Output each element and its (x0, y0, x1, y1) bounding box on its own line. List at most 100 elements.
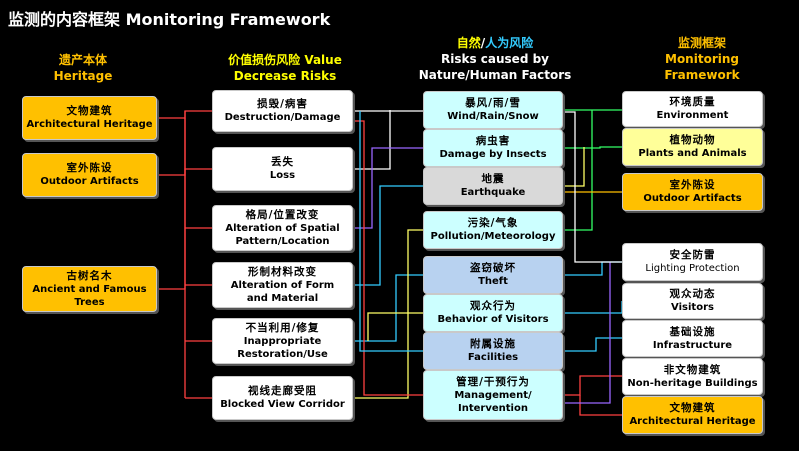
value-box-restoration: 不当利用/修复 Inappropriate Restoration/Use (212, 318, 353, 364)
monitor-en: Infrastructure (652, 339, 733, 351)
connector-line (353, 185, 423, 286)
risk-zh: 盗窃破坏 (470, 262, 516, 274)
risk-box-insects: 病虫害 Damage by Insects (423, 129, 563, 167)
monitor-zh: 非文物建筑 (663, 363, 722, 376)
value-header: 价值损伤风险 Value Decrease Risks (195, 52, 375, 84)
connector-line (563, 111, 622, 263)
value-box-loss: 丢失 Loss (212, 147, 353, 191)
value-zh: 丢失 (271, 156, 294, 168)
connector-line (563, 261, 622, 276)
risk-en: Earthquake (460, 187, 526, 198)
monitor-box-infrastructure: 基础设施 Infrastructure (622, 320, 763, 357)
connector-line (563, 147, 585, 187)
value-en: Loss (269, 170, 296, 181)
risk-en: Pollution/Meteorology (430, 231, 556, 242)
value-zh: 不当利用/修复 (245, 321, 320, 334)
monitor-en: Outdoor Artifacts (643, 193, 742, 204)
risk-en: Behavior of Visitors (437, 314, 549, 325)
risk-zh: 观众行为 (470, 300, 516, 312)
heritage-en: Architectural Heritage (26, 119, 153, 130)
risk-box-visitors: 观众行为 Behavior of Visitors (423, 294, 563, 332)
connector-line (579, 395, 622, 416)
value-header-line2: Decrease Risks (233, 69, 337, 83)
monitor-zh: 文物建筑 (669, 402, 716, 414)
value-zh: 格局/位置改变 (245, 208, 320, 221)
monitor-header-line3: Framework (664, 68, 740, 82)
value-box-destruction: 损毁/病害 Destruction/Damage (212, 90, 353, 132)
monitor-en: Lighting Protection (645, 263, 740, 274)
value-en: Alteration of Form and Material (230, 279, 335, 304)
value-zh: 形制材料改变 (248, 265, 317, 278)
connector-line (563, 110, 593, 231)
risk-slash: / (480, 36, 486, 50)
value-en: Inappropriate Restoration/Use (237, 335, 328, 360)
monitor-en: Plants and Animals (638, 148, 747, 159)
heritage-box-architectural: 文物建筑 Architectural Heritage (22, 96, 157, 140)
connector-line (563, 262, 611, 404)
risk-box-facilities: 附属设施 Facilities (423, 332, 563, 370)
risk-zh: 附属设施 (470, 338, 516, 350)
monitor-box-plants: 植物动物 Plants and Animals (622, 128, 763, 166)
monitor-zh: 观众动态 (669, 288, 716, 300)
monitor-zh: 环境质量 (669, 96, 716, 108)
connector-line (353, 147, 423, 229)
heritage-header: 遗产本体 Heritage (28, 52, 138, 84)
risk-zh: 污染/气象 (467, 217, 519, 229)
monitor-zh: 室外陈设 (669, 179, 716, 191)
heritage-en: Outdoor Artifacts (40, 176, 139, 187)
heritage-zh: 古树名木 (66, 269, 113, 282)
monitor-box-lightning: 安全防雷 Lighting Protection (622, 243, 763, 281)
risk-box-earthquake: 地震 Earthquake (423, 167, 563, 205)
monitor-header: 监测框架 Monitoring Framework (632, 35, 772, 83)
monitor-zh: 安全防雷 (669, 249, 716, 261)
risk-zh: 暴风/雨/雪 (465, 97, 521, 109)
risk-en: Damage by Insects (439, 149, 547, 160)
monitor-zh: 基础设施 (669, 325, 716, 338)
page-title: 监测的内容框架 Monitoring Framework (8, 10, 331, 29)
human-word: 人为 (485, 36, 510, 50)
connector-line (563, 375, 622, 396)
value-en: Destruction/Damage (224, 112, 341, 123)
connector-line (157, 111, 186, 290)
risk-en: Theft (478, 276, 508, 287)
monitor-box-architectural: 文物建筑 Architectural Heritage (622, 396, 763, 434)
connector-line (359, 111, 423, 352)
heritage-header-line1: 遗产本体 (58, 53, 107, 67)
monitor-box-outdoor: 室外陈设 Outdoor Artifacts (622, 173, 763, 211)
risk-header: 自然/人为风险 Risks caused by Nature/Human Fac… (400, 35, 590, 83)
risk-en: Management/ Intervention (454, 389, 532, 414)
monitor-box-visitors: 观众动态 Visitors (622, 283, 763, 319)
nature-word: 自然 (456, 36, 481, 50)
heritage-zh: 文物建筑 (66, 105, 113, 117)
value-header-line1: 价值损伤风险 Value (228, 53, 342, 67)
value-box-form: 形制材料改变 Alteration of Form and Material (212, 262, 353, 308)
risk-en: Facilities (467, 352, 519, 363)
monitor-en: Visitors (671, 302, 714, 313)
value-en: Blocked View Corridor (220, 399, 345, 410)
heritage-box-outdoor: 室外陈设 Outdoor Artifacts (22, 153, 157, 197)
connector-line (367, 312, 423, 341)
value-zh: 视线走廊受阻 (248, 385, 317, 397)
connector-line (563, 301, 623, 314)
monitor-header-line2: Monitoring (665, 52, 739, 66)
monitor-en: Architectural Heritage (629, 416, 756, 427)
monitor-box-environment: 环境质量 Environment (622, 91, 763, 127)
monitor-box-nonheritage: 非文物建筑 Non-heritage Buildings (622, 358, 763, 395)
monitor-en: Non-heritage Buildings (627, 377, 758, 389)
risk-box-wind: 暴风/雨/雪 Wind/Rain/Snow (423, 91, 563, 129)
heritage-box-trees: 古树名木 Ancient and Famous Trees (22, 266, 157, 312)
monitor-zh: 植物动物 (669, 134, 716, 146)
value-zh: 损毁/病害 (257, 98, 308, 110)
risk-header-line2: Risks caused by (440, 52, 549, 66)
risk-box-pollution: 污染/气象 Pollution/Meteorology (423, 211, 563, 249)
value-en: Alteration of Spatial Pattern/Location (225, 222, 340, 247)
monitor-header-line1: 监测框架 (677, 36, 726, 50)
monitor-en: Environment (656, 110, 729, 121)
connector-line (563, 146, 622, 149)
connector-line (353, 229, 423, 399)
connector-line (353, 110, 391, 170)
connector-line (353, 120, 423, 396)
risk-en: Wind/Rain/Snow (447, 111, 539, 122)
risk-header-line3: Nature/Human Factors (418, 68, 572, 82)
